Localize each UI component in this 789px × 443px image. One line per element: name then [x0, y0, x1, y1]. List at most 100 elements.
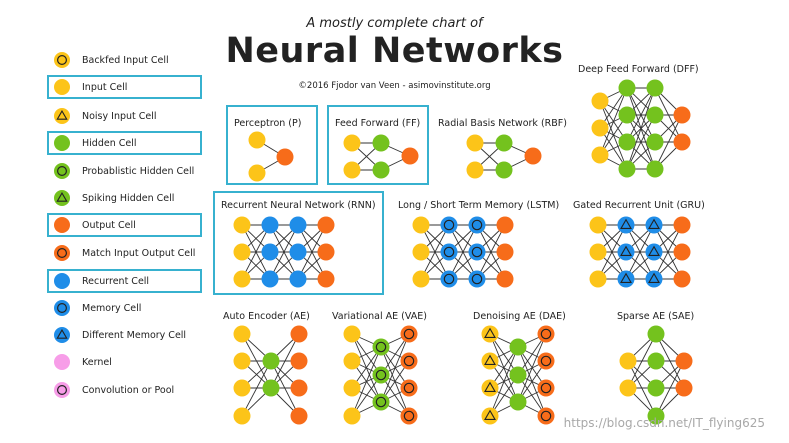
legend-label: Different Memory Cell	[82, 329, 187, 341]
legend-item: Probablistic Hidden Cell	[52, 161, 194, 181]
legend-cell-icon	[54, 217, 70, 233]
network-node	[675, 352, 693, 370]
network-node	[289, 216, 307, 234]
network-node	[400, 379, 418, 397]
network-node	[372, 366, 390, 384]
network-node	[647, 352, 665, 370]
legend-cell-marker	[54, 217, 70, 233]
legend-cell-marker	[54, 273, 70, 289]
network-edge	[241, 360, 272, 417]
network-node	[618, 106, 636, 124]
network-node	[372, 134, 390, 152]
network-node	[646, 133, 664, 151]
network-node	[619, 379, 637, 397]
legend-item: Backfed Input Cell	[52, 50, 169, 70]
network-edge	[626, 87, 656, 170]
network-node	[412, 270, 430, 288]
legend-cell-marker	[54, 108, 70, 124]
legend-item: Recurrent Cell	[52, 271, 149, 291]
legend-cell-marker	[54, 79, 70, 95]
network-node	[317, 243, 335, 261]
legend-cell-marker	[54, 354, 70, 370]
legend-cell-marker	[54, 190, 70, 206]
network-edge	[627, 333, 657, 389]
network-node	[647, 379, 665, 397]
legend-highlight-box	[47, 131, 202, 155]
network-node	[468, 243, 486, 261]
network-node	[343, 352, 361, 370]
network-edge	[269, 224, 299, 280]
network-node	[617, 270, 635, 288]
network-node	[440, 243, 458, 261]
network-node	[496, 270, 514, 288]
network-node	[646, 106, 664, 124]
network-node	[509, 338, 527, 356]
network-highlight-box	[226, 105, 318, 185]
legend-cell-icon	[54, 79, 70, 95]
legend-cell-icon	[54, 245, 70, 261]
legend-item: Input Cell	[52, 77, 127, 97]
legend-cell-icon	[54, 190, 70, 206]
legend-item: Different Memory Cell	[52, 325, 186, 345]
legend-highlight-box	[47, 269, 202, 293]
network-node	[481, 325, 499, 343]
network-edge	[655, 360, 685, 417]
network-node	[412, 243, 430, 261]
network-node	[289, 270, 307, 288]
network-edge	[597, 224, 627, 280]
network-node	[647, 325, 665, 343]
network-highlight-box	[213, 191, 384, 295]
legend-label: Noisy Input Cell	[82, 110, 157, 122]
network-node	[290, 379, 308, 397]
network-label: Radial Basis Network (RBF)	[438, 118, 567, 129]
network-node	[343, 379, 361, 397]
network-node	[589, 270, 607, 288]
chart-title: Neural Networks	[225, 31, 564, 71]
legend-cell-icon	[54, 354, 70, 370]
network-node	[466, 161, 484, 179]
network-node	[343, 161, 361, 179]
legend-cell-icon	[54, 327, 70, 343]
legend-item: Match Input Output Cell	[52, 243, 195, 263]
network-label: Recurrent Neural Network (RNN)	[221, 200, 376, 211]
network-label: Gated Recurrent Unit (GRU)	[573, 200, 705, 211]
network-node	[261, 243, 279, 261]
network-label: Perceptron (P)	[234, 118, 302, 129]
network-label: Denoising AE (DAE)	[473, 311, 566, 322]
network-node	[496, 243, 514, 261]
network-edge	[476, 224, 506, 280]
network-label: Auto Encoder (AE)	[223, 311, 310, 322]
network-node	[261, 270, 279, 288]
network-node	[372, 393, 390, 411]
chart-subtitle: A mostly complete chart of	[306, 16, 483, 31]
legend-item: Kernel	[52, 352, 112, 372]
network-node	[617, 216, 635, 234]
network-node	[481, 379, 499, 397]
network-node	[618, 133, 636, 151]
legend-cell-marker	[54, 327, 70, 343]
network-node	[276, 148, 294, 166]
network-node	[509, 366, 527, 384]
legend-label: Recurrent Cell	[82, 275, 150, 287]
network-edge	[351, 346, 382, 417]
legend-item: Hidden Cell	[52, 133, 137, 153]
legend-cell-marker	[54, 382, 70, 398]
network-node	[233, 379, 251, 397]
network-node	[440, 270, 458, 288]
legend-highlight-box	[47, 75, 202, 99]
network-node	[248, 164, 266, 182]
network-edge	[448, 224, 478, 280]
network-node	[248, 131, 266, 149]
network-node	[673, 270, 691, 288]
network-node	[617, 243, 635, 261]
network-node	[401, 147, 419, 165]
network-node	[343, 134, 361, 152]
watermark: https://blog.csdn.net/IT_flying625	[563, 416, 765, 430]
network-edge	[380, 333, 410, 403]
network-node	[495, 134, 513, 152]
network-node	[591, 119, 609, 137]
network-node	[262, 379, 280, 397]
network-node	[468, 216, 486, 234]
network-node	[262, 352, 280, 370]
